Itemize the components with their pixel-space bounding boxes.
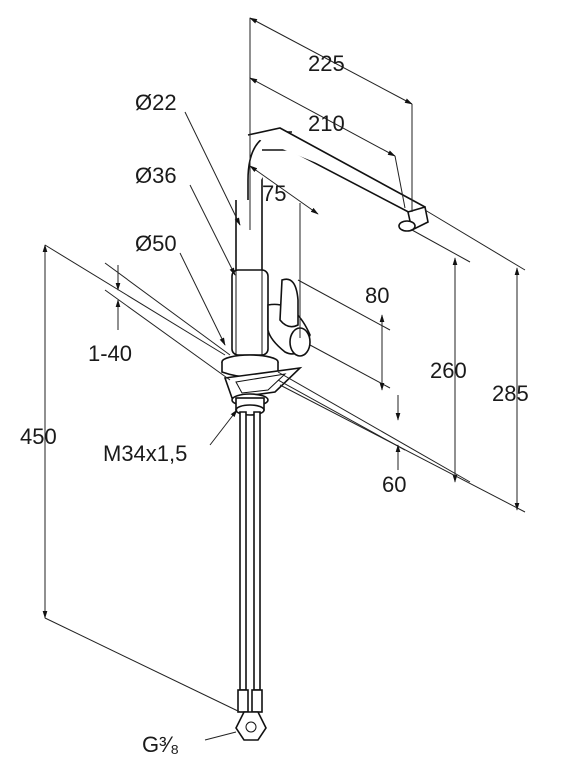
label-connection: G³⁄₈: [142, 732, 179, 757]
label-d36: Ø36: [135, 163, 177, 188]
label-offset-75: 75: [262, 181, 286, 206]
label-height-80: 80: [365, 283, 389, 308]
label-d50: Ø50: [135, 231, 177, 256]
label-height-60: 60: [382, 472, 406, 497]
faucet-base: [221, 354, 303, 416]
label-range: 1-40: [88, 341, 132, 366]
label-reach-225: 225: [308, 51, 345, 76]
label-height-285: 285: [492, 381, 529, 406]
label-height-260: 260: [430, 358, 467, 383]
dimension-lines: [42, 17, 526, 741]
label-thread: M34x1,5: [103, 441, 187, 466]
label-reach-210: 210: [308, 111, 345, 136]
faucet-lever: [267, 278, 311, 357]
faucet-body: [231, 269, 269, 356]
label-d22: Ø22: [135, 90, 177, 115]
supply-hoses: [235, 411, 267, 741]
label-total-height: 450: [20, 424, 57, 449]
